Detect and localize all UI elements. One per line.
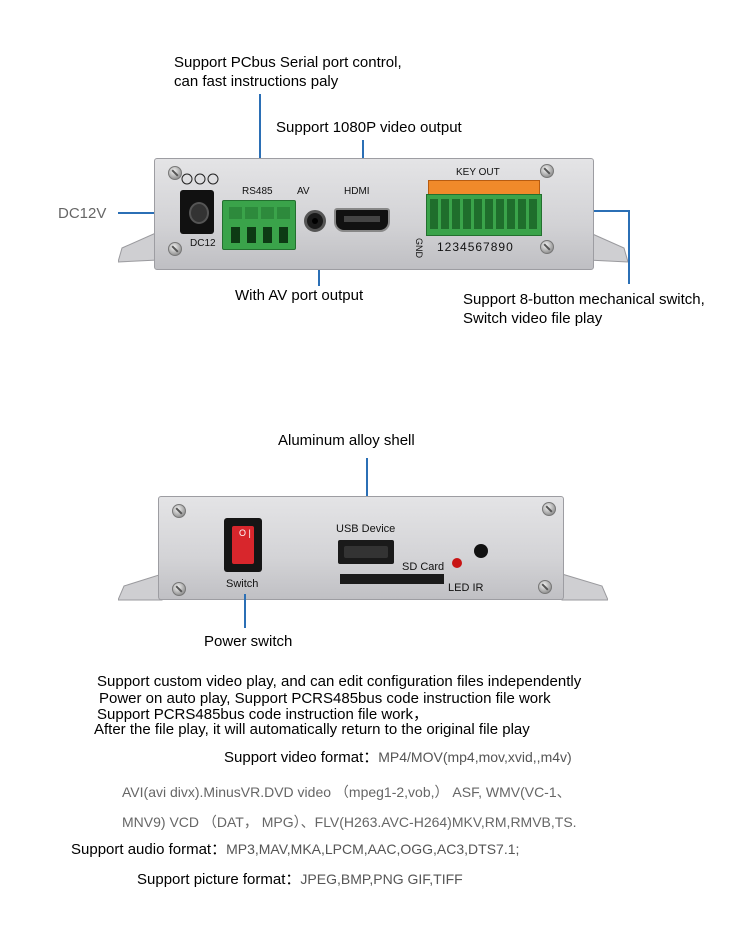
video-format-label: Support video format： <box>224 749 379 766</box>
hdmi-port[interactable] <box>334 208 390 232</box>
key-out-terminal[interactable] <box>426 194 542 236</box>
front-device-flanges <box>118 231 628 263</box>
key-out-label: KEY OUT <box>456 167 500 178</box>
hdmi-callout: Support 1080P video output <box>276 119 462 136</box>
av-label: AV <box>297 186 310 197</box>
buttons-callout-line2: Switch video file play <box>463 310 603 327</box>
dc-jack[interactable] <box>180 190 214 234</box>
sd-card-slot[interactable] <box>340 574 444 584</box>
screw-icon <box>538 580 552 594</box>
screw-icon <box>172 504 186 518</box>
switch-marks: O | <box>239 528 251 538</box>
dc12-label: DC12 <box>190 238 216 249</box>
ir-receiver <box>474 544 488 558</box>
av-callout: With AV port output <box>235 287 364 304</box>
description-line2: Power on auto play, Support PCRS485bus c… <box>99 690 551 707</box>
dc12v-callout: DC12V <box>58 205 107 222</box>
video-format-line2: AVI(avi divx).MinusVR.DVD video （mpeg1-2… <box>122 784 571 800</box>
buttons-callout-line1: Support 8-button mechanical switch, <box>463 291 705 308</box>
dc-polarity-icon <box>181 173 219 185</box>
power-switch-callout: Power switch <box>204 633 293 650</box>
screw-icon <box>542 502 556 516</box>
hdmi-label: HDMI <box>344 186 370 197</box>
picture-format-row: Support picture format：JPEG,BMP,PNG GIF,… <box>137 870 463 889</box>
screw-icon <box>540 164 554 178</box>
video-format-value: MP4/MOV(mp4,mov,xvid,,m4v) <box>378 749 572 765</box>
screw-icon <box>168 242 182 256</box>
switch-label: Switch <box>226 578 259 590</box>
screw-icon <box>540 240 554 254</box>
rs485-label: RS485 <box>242 186 273 197</box>
audio-format-label: Support audio format： <box>71 841 227 858</box>
video-format-line3: MNV9) VCD （DAT， MPG）、FLV(H263.AVC-H264)M… <box>122 814 577 830</box>
aluminum-leader-line <box>366 458 368 498</box>
sd-card-label: SD Card <box>402 561 445 573</box>
rs485-terminal[interactable] <box>222 200 296 250</box>
power-rocker-switch[interactable]: O | <box>224 518 262 572</box>
key-numbers-label: 1234567890 <box>437 240 514 254</box>
power-leader-line <box>244 594 246 628</box>
pcbus-leader-line <box>259 94 261 202</box>
rear-device-flanges <box>118 573 608 601</box>
description-line4: After the file play, it will automatical… <box>94 721 530 738</box>
video-format-row: Support video format：MP4/MOV(mp4,mov,xvi… <box>224 748 572 767</box>
audio-format-row: Support audio format：MP3,MAV,MKA,LPCM,AA… <box>71 840 519 859</box>
screw-icon <box>172 582 186 596</box>
pcbus-callout-line1: Support PCbus Serial port control, <box>174 54 402 71</box>
picture-format-value: JPEG,BMP,PNG GIF,TIFF <box>300 871 463 887</box>
led-indicator <box>452 558 462 568</box>
screw-icon <box>168 166 182 180</box>
description-line3: Support PCRS485bus code instruction file… <box>97 706 428 723</box>
picture-format-label: Support picture format： <box>137 871 301 888</box>
pcbus-callout-line2: can fast instructions paly <box>174 73 339 90</box>
led-ir-label: LED IR <box>448 582 484 594</box>
description-line1: Support custom video play, and can edit … <box>97 673 582 690</box>
usb-device-label: USB Device <box>336 523 396 535</box>
gnd-label: GND <box>414 238 424 258</box>
aluminum-callout: Aluminum alloy shell <box>278 432 415 449</box>
rs485-terminal-screws <box>229 207 290 243</box>
usb-port[interactable] <box>338 540 394 564</box>
av-jack[interactable] <box>304 210 326 232</box>
key-out-terminal-slots <box>430 199 537 229</box>
audio-format-value: MP3,MAV,MKA,LPCM,AAC,OGG,AC3,DTS7.1; <box>226 841 520 857</box>
buttons-leader-vertical <box>628 210 630 284</box>
